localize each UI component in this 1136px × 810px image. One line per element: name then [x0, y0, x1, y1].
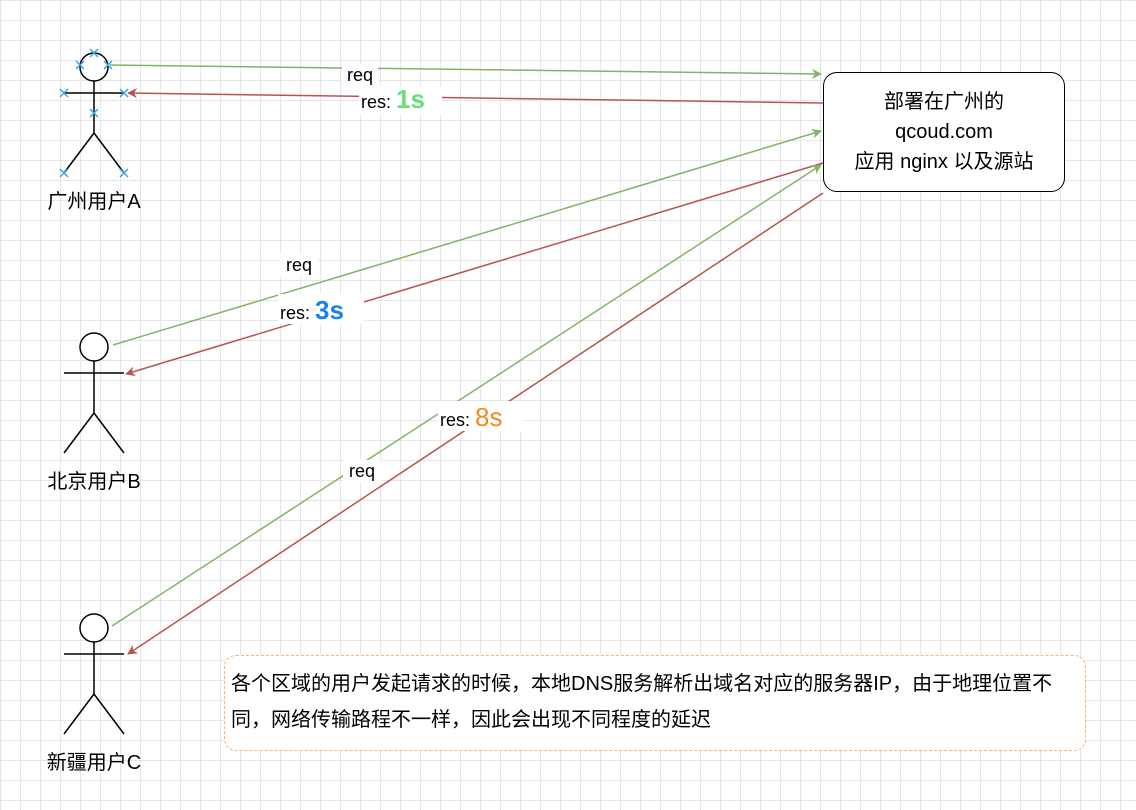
- user-b-left-leg: [63, 412, 95, 454]
- edge-c-req[interactable]: [111, 164, 822, 627]
- edge-b-res[interactable]: [125, 162, 824, 377]
- edge-c-res-label[interactable]: res: 8s: [440, 402, 502, 432]
- label-bg: [280, 254, 318, 276]
- handle-icon[interactable]: [89, 48, 99, 58]
- label-bg: [342, 64, 378, 86]
- user-b-right-leg: [93, 412, 125, 454]
- edge-c-res-time: 8s: [475, 402, 502, 432]
- edge-b-req-label[interactable]: req: [286, 255, 312, 275]
- edge-a-res-label[interactable]: res: 1s: [361, 84, 425, 114]
- user-a-left-leg: [63, 132, 95, 174]
- edge-b-res-prefix: res:: [280, 303, 315, 323]
- edge-b-req[interactable]: [112, 128, 822, 346]
- user-a-selection-handles[interactable]: [59, 48, 129, 178]
- edge-a-res-prefix: res:: [361, 92, 396, 112]
- edge-a-res-time: 1s: [396, 84, 425, 114]
- server-line-2: qcoud.com: [895, 121, 993, 143]
- label-bg: [359, 86, 442, 114]
- user-c-label: 新疆用户C: [47, 751, 141, 774]
- handle-icon[interactable]: [103, 60, 113, 70]
- server-line-1: 部署在广州的: [884, 91, 1004, 113]
- note-text: 各个区域的用户发起请求的时候，本地DNS服务解析出域名对应的服务器IP，由于地理…: [231, 673, 1053, 731]
- user-a-right-leg: [93, 132, 125, 174]
- edge-b-res-label[interactable]: res: 3s: [280, 295, 344, 325]
- edge-a-req-label[interactable]: req: [347, 65, 373, 85]
- note-box[interactable]: 各个区域的用户发起请求的时候，本地DNS服务解析出域名对应的服务器IP，由于地理…: [224, 655, 1086, 751]
- user-c-right-leg: [93, 693, 125, 735]
- edge-c-req-label[interactable]: req: [349, 461, 375, 481]
- label-bg: [343, 460, 381, 482]
- edge-c-res-prefix: res:: [440, 410, 475, 430]
- handle-icon[interactable]: [119, 88, 129, 98]
- user-a-label: 广州用户A: [47, 190, 141, 213]
- handle-icon[interactable]: [59, 168, 69, 178]
- user-c-head: [79, 613, 109, 643]
- handle-icon[interactable]: [75, 60, 85, 70]
- label-bg: [438, 401, 524, 431]
- user-b-head: [79, 332, 109, 362]
- user-c-actor[interactable]: [63, 613, 125, 735]
- handle-icon[interactable]: [59, 88, 69, 98]
- server-node[interactable]: 部署在广州的 qcoud.com 应用 nginx 以及源站: [823, 72, 1065, 192]
- edge-b-res-time: 3s: [315, 295, 344, 325]
- user-a-actor[interactable]: [63, 52, 125, 174]
- user-c-left-leg: [63, 693, 95, 735]
- handle-icon[interactable]: [89, 108, 99, 118]
- label-bg: [278, 294, 364, 324]
- edge-a-res[interactable]: [127, 88, 824, 104]
- edge-a-req[interactable]: [109, 64, 822, 79]
- user-a-head: [79, 52, 109, 82]
- handle-icon[interactable]: [119, 168, 129, 178]
- user-b-actor[interactable]: [63, 332, 125, 454]
- server-line-3: 应用 nginx 以及源站: [854, 151, 1034, 173]
- user-b-label: 北京用户B: [47, 470, 140, 493]
